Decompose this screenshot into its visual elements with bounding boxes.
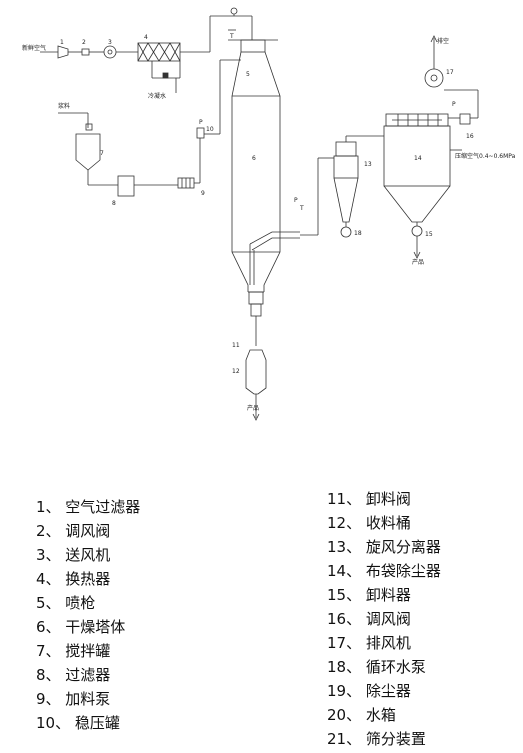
cooling-water-label: 冷凝水 — [148, 92, 166, 100]
filter-8 — [117, 175, 135, 197]
damper-2 — [81, 48, 90, 56]
callout-4: 4 — [144, 34, 148, 41]
legend-item: 5、 喷枪 — [36, 594, 96, 612]
legend-item: 11、 卸料阀 — [327, 490, 411, 508]
surge-tank-10 — [196, 127, 205, 139]
callout-15: 15 — [425, 231, 433, 238]
bag-filter-14: 产品 压缩空气0.4~0.6MPa P 排空 — [383, 35, 516, 266]
callout-14: 14 — [414, 155, 422, 162]
callout-12: 12 — [232, 368, 240, 375]
air-filter-1 — [57, 45, 69, 59]
legend-item: 7、 搅拌罐 — [36, 642, 111, 660]
fresh-air-label: 新鲜空气 — [22, 44, 46, 52]
cyclone-separator-13: P T — [294, 135, 384, 238]
legend-item: 4、 换热器 — [36, 570, 111, 588]
exhaust-label: 排空 — [437, 37, 449, 45]
slurry-label: 浆料 — [58, 102, 70, 110]
heat-exchanger-4 — [137, 42, 181, 62]
feed-line: 浆料 P — [58, 59, 241, 197]
legend-item: 13、 旋风分离器 — [327, 538, 441, 556]
legend-item: 14、 布袋除尘器 — [327, 562, 441, 580]
legend-right-column: 11、 卸料阀 12、 收料桶 13、 旋风分离器 14、 布袋除尘器 15、 … — [327, 487, 441, 751]
discharger-15 — [411, 225, 423, 237]
callout-3: 3 — [108, 39, 112, 46]
vent-valve — [230, 7, 238, 15]
legend-item: 15、 卸料器 — [327, 586, 411, 604]
mixing-tank-7 — [75, 133, 101, 171]
callout-11: 11 — [232, 342, 240, 349]
process-flow-svg: 新鲜空气 冷凝水 T — [22, 7, 516, 421]
callout-16: 16 — [466, 133, 474, 140]
temp-instrument-outlet: T — [299, 205, 304, 212]
callout-10: 10 — [206, 126, 214, 133]
drying-tower-6: 产品 — [228, 39, 300, 421]
pressure-instrument-bag: P — [452, 101, 456, 108]
legend-item: 2、 调风阀 — [36, 522, 111, 540]
legend-item: 17、 排风机 — [327, 634, 411, 652]
legend-item: 12、 收料桶 — [327, 514, 411, 532]
discharge-valve-11 — [250, 303, 262, 317]
rotary-valve-18 — [340, 226, 352, 238]
legend-item: 21、 筛分装置 — [327, 730, 426, 748]
legend-item: 18、 循环水泵 — [327, 658, 426, 676]
callout-6: 6 — [252, 155, 256, 162]
legend-item: 19、 除尘器 — [327, 682, 411, 700]
callout-9: 9 — [201, 190, 205, 197]
callout-7: 7 — [100, 150, 104, 157]
trap-valve — [162, 72, 169, 79]
callout-1: 1 — [60, 39, 64, 46]
process-flow-diagram: 新鲜空气 冷凝水 T — [22, 7, 516, 421]
pressure-instrument-outlet: P — [294, 197, 298, 204]
temp-instrument-top: T — [229, 33, 234, 40]
compressed-air-label: 压缩空气0.4~0.6MPa — [455, 152, 516, 160]
callout-13: 13 — [364, 161, 372, 168]
callout-5: 5 — [246, 71, 250, 78]
legend-item: 20、 水箱 — [327, 706, 396, 724]
callout-numbers: 1 2 3 4 5 6 7 8 9 10 11 12 13 14 15 16 1… — [60, 34, 474, 375]
legend-item: 9、 加料泵 — [36, 690, 111, 708]
exhaust-fan-17 — [424, 68, 444, 88]
callout-17: 17 — [446, 69, 454, 76]
legend-item: 3、 送风机 — [36, 546, 111, 564]
legend-item: 8、 过滤器 — [36, 666, 111, 684]
legend-left-column: 1、 空气过滤器 2、 调风阀 3、 送风机 4、 换热器 5、 喷枪 6、 干… — [36, 495, 140, 735]
air-inlet-line: 新鲜空气 冷凝水 T — [22, 7, 253, 100]
spray-gun-5 — [240, 39, 266, 53]
legend-item: 16、 调风阀 — [327, 610, 411, 628]
product-side-label: 产品 — [412, 258, 424, 266]
product-main-label: 产品 — [247, 404, 259, 412]
damper-16 — [459, 113, 471, 125]
callout-8: 8 — [112, 200, 116, 207]
callout-18: 18 — [354, 230, 362, 237]
legend-item: 1、 空气过滤器 — [36, 498, 141, 516]
legend-item: 6、 干燥塔体 — [36, 618, 126, 636]
blower-3 — [103, 45, 117, 59]
pressure-instrument-feed: P — [199, 119, 203, 126]
callout-2: 2 — [82, 39, 86, 46]
collecting-barrel-12 — [245, 349, 267, 395]
legend-item: 10、 稳压罐 — [36, 714, 120, 732]
